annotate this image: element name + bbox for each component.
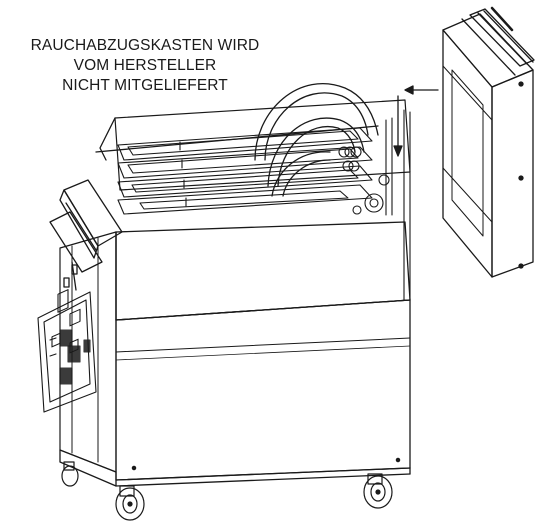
caption-line-2: VOM HERSTELLER — [73, 57, 217, 74]
side-work-shelf — [49, 179, 123, 291]
casters — [61, 461, 393, 521]
arrow-down — [393, 95, 403, 157]
basket-racks — [117, 127, 373, 215]
smoke-extraction-box — [442, 6, 535, 278]
caption-note: RAUCHABZUGSKASTEN WIRD VOM HERSTELLER NI… — [0, 36, 290, 96]
lift-mechanism — [338, 109, 411, 301]
cable-conduits — [254, 82, 379, 197]
control-panel — [37, 289, 97, 413]
arrow-left — [404, 85, 439, 95]
caption-line-3: NICHT MITGELIEFERT — [62, 77, 228, 94]
fryer-cabinet — [37, 82, 411, 487]
caption-line-1: RAUCHABZUGSKASTEN WIRD — [30, 37, 260, 54]
